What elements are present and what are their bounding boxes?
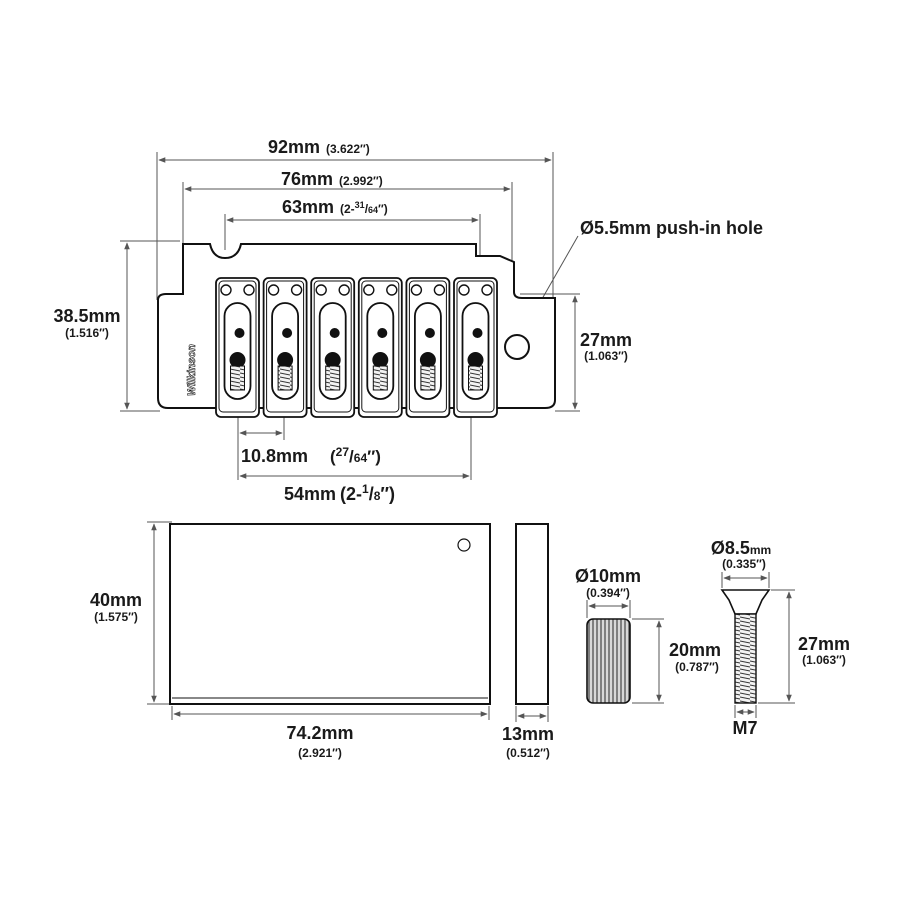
overall-width-mm: 92mm xyxy=(268,137,320,157)
saddle-screw xyxy=(243,284,255,296)
inner-width-dimension: 63mm (2-31/64″) xyxy=(224,197,481,255)
block-height-inch: (1.575″) xyxy=(94,610,138,624)
bushing-length-inch: (0.787″) xyxy=(675,660,719,674)
push-in-hole-callout: Ø5.5mm push-in hole xyxy=(521,218,763,335)
bushing-diameter-inch: (0.394″) xyxy=(586,586,630,600)
saddle-screw xyxy=(220,284,232,296)
height-screw xyxy=(419,352,436,368)
block-height-mm: 40mm xyxy=(90,590,142,610)
mount-width-dimension: 76mm (2.992″) xyxy=(182,169,513,262)
saddle-screw xyxy=(267,284,280,296)
plate-depth-mm: 38.5mm xyxy=(53,306,120,326)
height-screw xyxy=(229,352,246,368)
screw-head-mm: Ø8.5mm xyxy=(711,538,771,558)
saddle-depth-mm: 27mm xyxy=(580,330,632,350)
mount-width-inch: (2.992″) xyxy=(339,174,383,188)
bushing-length-mm: 20mm xyxy=(669,640,721,660)
string-spacing-inch: (27/64″) xyxy=(330,445,381,466)
saddle-screw xyxy=(338,284,350,296)
plate-depth-dimension: 38.5mm (1.516″) xyxy=(53,240,180,412)
height-screw xyxy=(372,352,389,368)
block-thickness-dimension: 13mm (0.512″) xyxy=(502,706,554,760)
bushing-diameter-mm: Ø10mm xyxy=(575,566,641,586)
block-thickness-inch: (0.512″) xyxy=(506,746,550,760)
saddle-screw xyxy=(481,284,493,296)
screw-length-mm: 27mm xyxy=(798,634,850,654)
string-span-inch: (2-1/8″) xyxy=(340,482,395,504)
block-height-dimension: 40mm (1.575″) xyxy=(90,521,172,705)
screw-thread-label: M7 xyxy=(732,718,757,738)
block-width-mm: 74.2mm xyxy=(286,723,353,743)
inner-width-mm: 63mm xyxy=(282,197,334,217)
screw-length-inch: (1.063″) xyxy=(802,653,846,667)
saddle-screw xyxy=(315,284,327,296)
screw-head-dimension: Ø8.5mm (0.335″) xyxy=(711,538,771,588)
saddle xyxy=(405,277,451,418)
push-in-hole xyxy=(504,334,530,360)
overall-width-dimension: 92mm (3.622″) xyxy=(156,137,554,300)
tremolo-block-front xyxy=(169,523,491,705)
tremolo-block-side xyxy=(515,523,549,705)
saddle xyxy=(357,277,403,418)
mounting-screw xyxy=(720,589,771,704)
saddle xyxy=(310,277,356,418)
screw-head-inch: (0.335″) xyxy=(722,557,766,571)
saddle-screw xyxy=(458,284,470,296)
plate-depth-inch: (1.516″) xyxy=(65,326,109,340)
block-width-dimension: 74.2mm (2.921″) xyxy=(171,706,490,760)
height-screw xyxy=(324,352,341,368)
saddle xyxy=(453,277,498,418)
saddle-depth-inch: (1.063″) xyxy=(584,349,628,363)
bushing-length-dimension: 20mm (0.787″) xyxy=(632,618,721,704)
block-hole xyxy=(457,538,471,552)
brand-logo: Wilkinson xyxy=(186,344,198,396)
string-hole xyxy=(424,328,435,338)
height-screw xyxy=(277,352,294,368)
push-in-hole-label: Ø5.5mm push-in hole xyxy=(580,218,763,238)
string-hole xyxy=(282,328,293,338)
inner-width-inch: (2-31/64″) xyxy=(340,200,388,216)
height-screw xyxy=(467,352,484,368)
saddle-screw xyxy=(290,284,303,296)
bushing xyxy=(586,618,631,704)
string-hole xyxy=(234,328,245,338)
bushing-diameter-dimension: Ø10mm (0.394″) xyxy=(575,566,641,618)
string-hole xyxy=(377,328,388,338)
saddle-screw xyxy=(386,284,398,296)
saddle-depth-dimension: 27mm (1.063″) xyxy=(520,293,632,412)
saddle-screw xyxy=(433,284,446,296)
screw-thread-dimension: M7 xyxy=(732,705,758,738)
saddle xyxy=(262,277,308,418)
mount-width-mm: 76mm xyxy=(281,169,333,189)
string-hole xyxy=(329,328,340,338)
screw-length-dimension: 27mm (1.063″) xyxy=(758,589,850,704)
string-span-dimension: 54mm (2-1/8″) xyxy=(239,473,470,504)
saddle xyxy=(215,277,260,418)
string-hole xyxy=(472,328,483,338)
saddle-screw xyxy=(363,284,375,296)
string-spacing-dimension: 10.8mm (27/64″) xyxy=(237,370,472,480)
block-thickness-mm: 13mm xyxy=(502,724,554,744)
block-width-inch: (2.921″) xyxy=(298,746,342,760)
string-span-mm: 54mm xyxy=(284,484,336,504)
string-spacing-mm: 10.8mm xyxy=(241,446,308,466)
saddle-group xyxy=(215,277,498,418)
saddle-screw xyxy=(410,284,423,296)
overall-width-inch: (3.622″) xyxy=(326,142,370,156)
